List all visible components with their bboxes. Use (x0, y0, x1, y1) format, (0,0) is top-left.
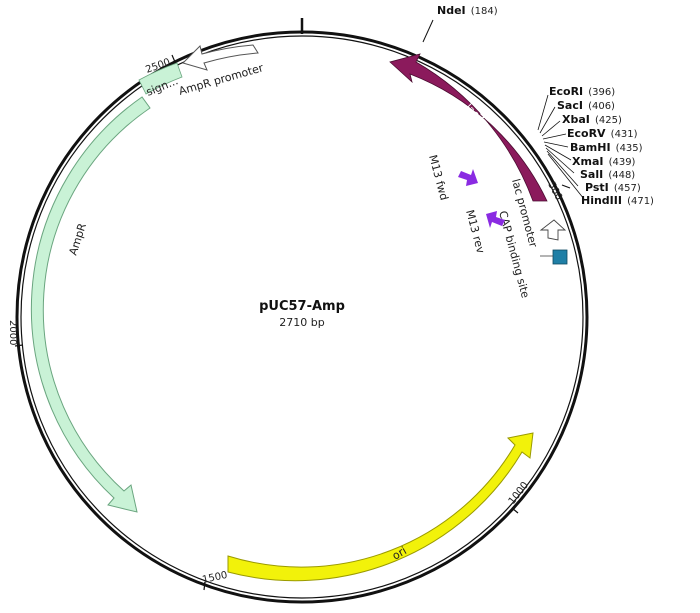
ecori-site-label[interactable]: EcoRI (396) (549, 80, 615, 99)
m13-rev-primer[interactable] (486, 211, 505, 228)
xmai-site-label[interactable]: XmaI (439) (572, 150, 636, 169)
tick-2500 (171, 54, 176, 63)
plasmid-name: pUC57-Amp (259, 299, 345, 314)
lacza-feature[interactable] (389, 53, 548, 202)
m13-rev-label: M13 rev (463, 208, 487, 255)
cap-binding-site-feature[interactable] (552, 249, 568, 265)
psti-site-label[interactable]: PstI (457) (585, 176, 641, 195)
m13-fwd-label: M13 fwd (426, 153, 451, 201)
mcs-leader-lines (537, 94, 585, 200)
sali-site-label[interactable]: SalI (448) (580, 163, 635, 182)
lac-promoter-feature[interactable] (539, 219, 567, 241)
tick-500 (561, 184, 571, 189)
ampr-feature[interactable] (30, 96, 151, 513)
tick-2000 (14, 344, 24, 347)
xbai-site-label[interactable]: XbaI (425) (562, 108, 622, 127)
ecorv-site-label[interactable]: EcoRV (431) (567, 122, 638, 141)
hindiii-site-label[interactable]: HindIII (471) (581, 189, 654, 208)
tick-label-1500: 1500 (201, 570, 228, 586)
ndei-site-line (422, 19, 434, 43)
m13-fwd-primer[interactable] (458, 169, 478, 186)
tick-1000 (511, 507, 519, 514)
plasmid-length: 2710 bp (279, 316, 324, 329)
ampr-promoter-feature[interactable] (182, 44, 259, 71)
ampr-promoter-label: AmpR promoter (177, 61, 265, 98)
tick-1500 (203, 581, 206, 591)
lacza-label: lacZα (463, 102, 491, 130)
ori-label: ori (390, 544, 409, 562)
saci-site-label[interactable]: SacI (406) (557, 94, 615, 113)
backbone-inner (20, 35, 584, 599)
ampr-label: AmpR (66, 221, 89, 257)
signal-feature[interactable] (138, 62, 183, 95)
tick-label-2000: 2000 (7, 320, 18, 345)
ori-feature[interactable] (227, 432, 534, 582)
bamhi-site-label[interactable]: BamHI (435) (570, 136, 643, 155)
ndei-site-label[interactable]: NdeI (184) (437, 0, 498, 18)
